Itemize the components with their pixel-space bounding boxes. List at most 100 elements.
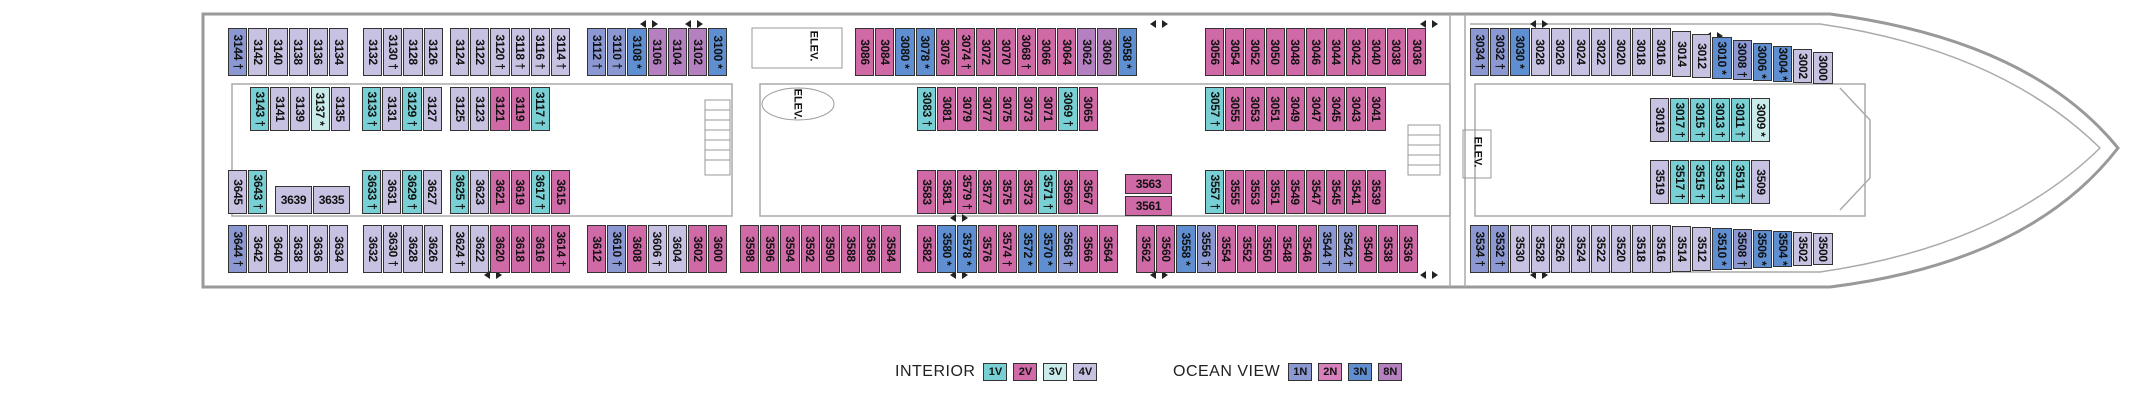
cabin-3083[interactable]: 3083 † [917,87,937,131]
cabin-3057[interactable]: 3057 † [1205,87,1225,131]
cabin-3055[interactable]: 3055 [1225,87,1245,131]
cabin-3140[interactable]: 3140 [268,28,288,76]
cabin-3561[interactable]: 3561 [1125,196,1172,216]
cabin-3048[interactable]: 3048 [1285,28,1305,76]
cabin-3583[interactable]: 3583 [917,170,937,214]
cabin-3141[interactable]: 3141 [270,87,290,131]
cabin-3032[interactable]: 3032 † [1490,28,1510,76]
cabin-3608[interactable]: 3608 [627,225,647,273]
cabin-3627[interactable]: 3627 [422,170,442,214]
cabin-3634[interactable]: 3634 [329,225,349,273]
cabin-3119[interactable]: 3119 [510,87,530,131]
cabin-3614[interactable]: 3614 † [551,225,571,273]
cabin-3121[interactable]: 3121 [490,87,510,131]
cabin-3080[interactable]: 3080 * [895,28,915,76]
cabin-3555[interactable]: 3555 [1225,170,1245,214]
cabin-3548[interactable]: 3548 [1277,225,1297,273]
cabin-3644[interactable]: 3644 † [228,225,248,273]
cabin-3056[interactable]: 3056 [1205,28,1225,76]
cabin-3571[interactable]: 3571 † [1038,170,1058,214]
cabin-3545[interactable]: 3545 [1326,170,1346,214]
cabin-3108[interactable]: 3108 * [627,28,647,76]
cabin-3042[interactable]: 3042 [1346,28,1366,76]
cabin-3539[interactable]: 3539 [1366,170,1386,214]
cabin-3640[interactable]: 3640 [268,225,288,273]
cabin-3564[interactable]: 3564 [1098,225,1118,273]
cabin-3038[interactable]: 3038 [1386,28,1406,76]
cabin-3620[interactable]: 3620 [490,225,510,273]
cabin-3013[interactable]: 3013 † [1710,98,1730,142]
cabin-3618[interactable]: 3618 [510,225,530,273]
cabin-3070[interactable]: 3070 [996,28,1016,76]
cabin-3504[interactable]: 3504 * [1773,231,1793,267]
cabin-3538[interactable]: 3538 [1378,225,1398,273]
cabin-3502[interactable]: 3502 [1793,232,1813,266]
cabin-3526[interactable]: 3526 [1550,225,1570,273]
cabin-3117[interactable]: 3117 † [530,87,550,131]
cabin-3547[interactable]: 3547 [1306,170,1326,214]
cabin-3604[interactable]: 3604 [667,225,687,273]
cabin-3004[interactable]: 3004 * [1773,46,1793,82]
cabin-3034[interactable]: 3034 † [1470,28,1490,76]
cabin-3143[interactable]: 3143 † [250,87,270,131]
cabin-3617[interactable]: 3617 † [530,170,550,214]
cabin-3054[interactable]: 3054 [1225,28,1245,76]
cabin-3573[interactable]: 3573 [1018,170,1038,214]
cabin-3010[interactable]: 3010 * [1712,37,1732,79]
cabin-3135[interactable]: 3135 [330,87,350,131]
cabin-3635[interactable]: 3635 [313,186,350,214]
cabin-3528[interactable]: 3528 [1530,225,1550,273]
cabin-3643[interactable]: 3643 † [248,170,268,214]
cabin-3509[interactable]: 3509 [1751,160,1771,204]
cabin-3071[interactable]: 3071 [1038,87,1058,131]
cabin-3019[interactable]: 3019 [1650,98,1670,142]
cabin-3582[interactable]: 3582 [917,225,937,273]
cabin-3621[interactable]: 3621 [490,170,510,214]
cabin-3017[interactable]: 3017 † [1670,98,1690,142]
cabin-3584[interactable]: 3584 [881,225,901,273]
cabin-3542[interactable]: 3542 † [1338,225,1358,273]
cabin-3044[interactable]: 3044 [1326,28,1346,76]
cabin-3522[interactable]: 3522 [1591,225,1611,273]
cabin-3129[interactable]: 3129 † [402,87,422,131]
cabin-3074[interactable]: 3074 † [956,28,976,76]
cabin-3549[interactable]: 3549 [1285,170,1305,214]
cabin-3076[interactable]: 3076 [935,28,955,76]
cabin-3075[interactable]: 3075 [997,87,1017,131]
cabin-3511[interactable]: 3511 † [1730,160,1750,204]
cabin-3066[interactable]: 3066 [1036,28,1056,76]
cabin-3041[interactable]: 3041 [1366,87,1386,131]
cabin-3566[interactable]: 3566 [1078,225,1098,273]
cabin-3602[interactable]: 3602 [688,225,708,273]
cabin-3100[interactable]: 3100 * [708,28,728,76]
cabin-3510[interactable]: 3510 * [1712,228,1732,270]
cabin-3112[interactable]: 3112 † [587,28,607,76]
cabin-3579[interactable]: 3579 † [957,170,977,214]
cabin-3546[interactable]: 3546 [1297,225,1317,273]
cabin-3036[interactable]: 3036 [1407,28,1427,76]
cabin-3016[interactable]: 3016 [1651,28,1671,76]
cabin-3540[interactable]: 3540 [1358,225,1378,273]
cabin-3133[interactable]: 3133 † [362,87,382,131]
cabin-3006[interactable]: 3006 * [1752,43,1772,81]
cabin-3138[interactable]: 3138 [288,28,308,76]
cabin-3077[interactable]: 3077 [977,87,997,131]
cabin-3020[interactable]: 3020 [1611,28,1631,76]
cabin-3569[interactable]: 3569 [1058,170,1078,214]
cabin-3629[interactable]: 3629 † [402,170,422,214]
cabin-3520[interactable]: 3520 [1611,225,1631,273]
cabin-3011[interactable]: 3011 † [1730,98,1750,142]
cabin-3065[interactable]: 3065 [1078,87,1098,131]
cabin-3574[interactable]: 3574 † [997,225,1017,273]
cabin-3514[interactable]: 3514 [1672,226,1692,272]
cabin-3594[interactable]: 3594 [780,225,800,273]
cabin-3022[interactable]: 3022 [1591,28,1611,76]
cabin-3123[interactable]: 3123 [470,87,490,131]
cabin-3570[interactable]: 3570 * [1038,225,1058,273]
cabin-3578[interactable]: 3578 * [957,225,977,273]
cabin-3530[interactable]: 3530 [1510,225,1530,273]
cabin-3131[interactable]: 3131 [382,87,402,131]
cabin-3132[interactable]: 3132 [363,28,383,76]
cabin-3553[interactable]: 3553 [1245,170,1265,214]
cabin-3047[interactable]: 3047 [1306,87,1326,131]
